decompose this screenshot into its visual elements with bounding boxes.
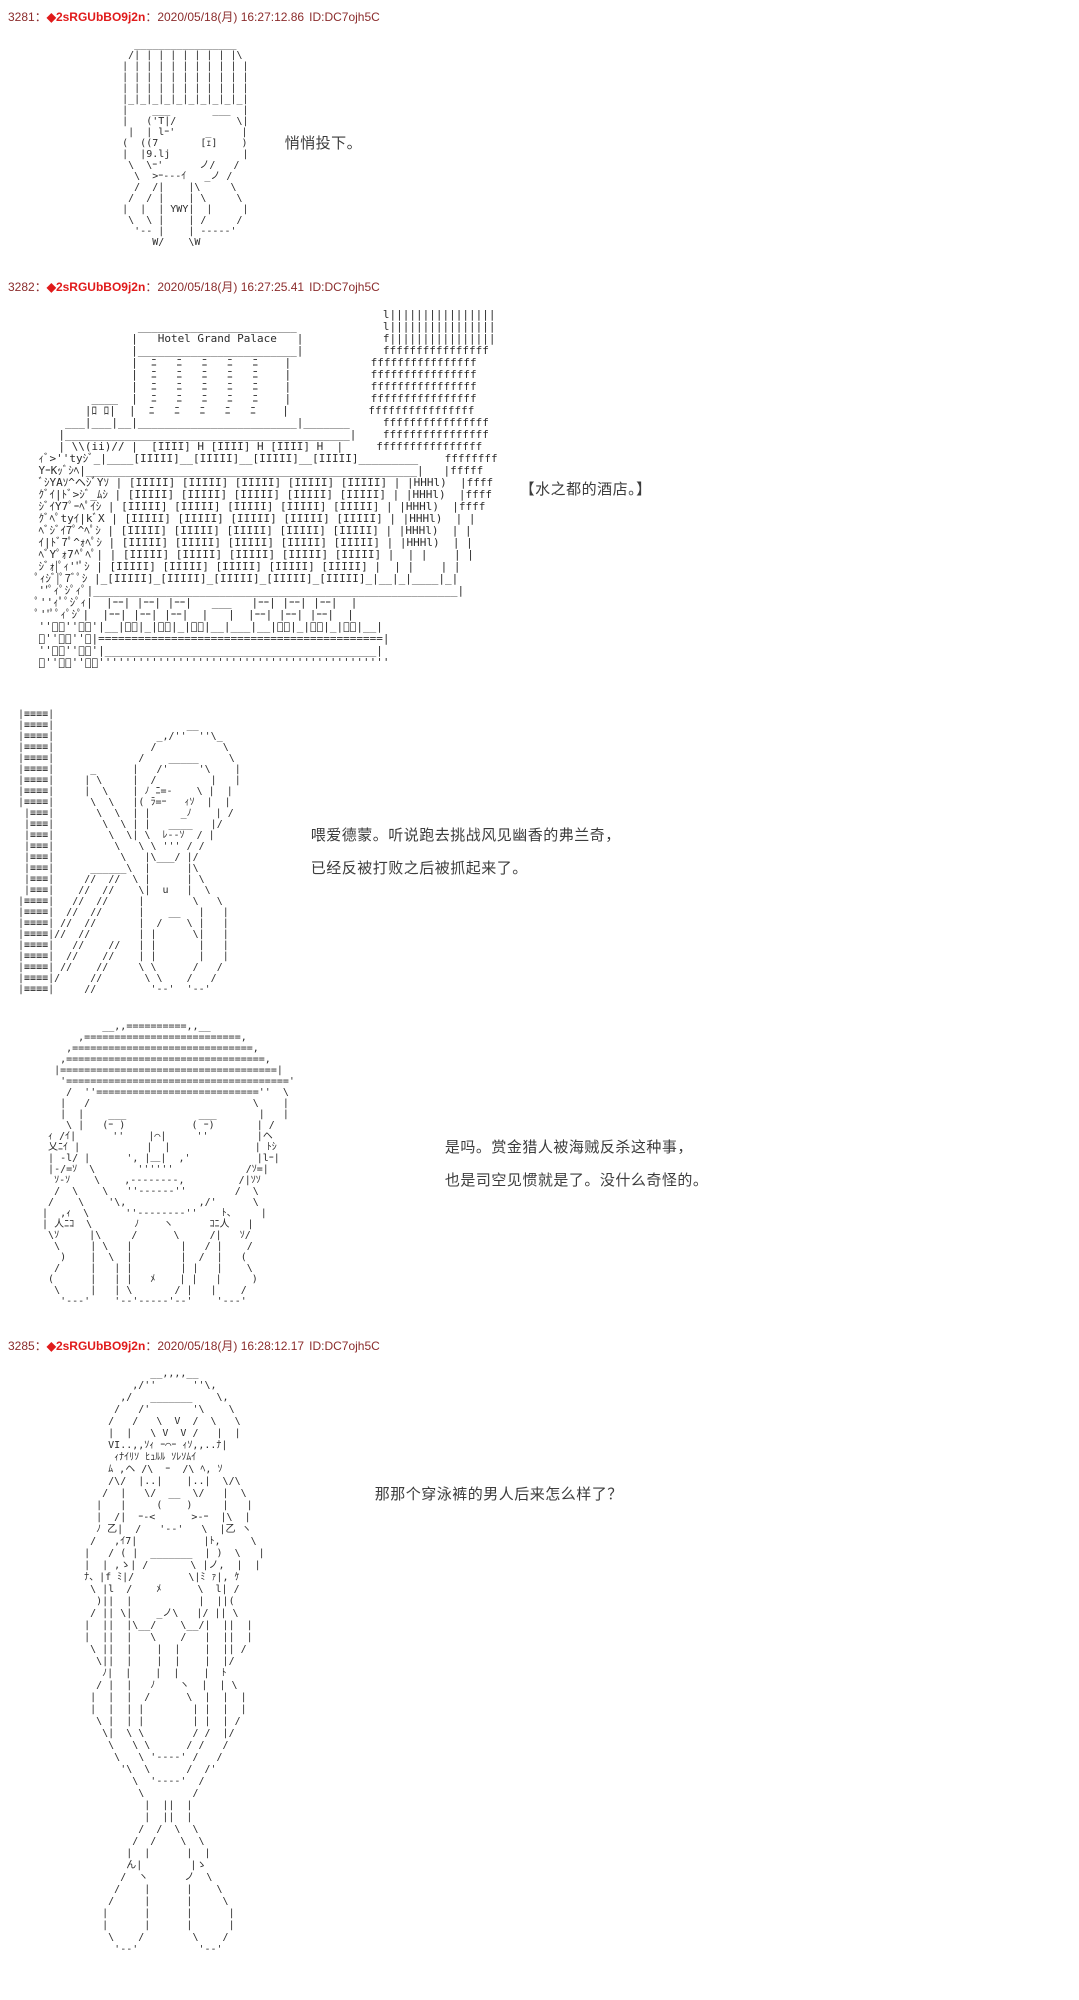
post-id: ID:DC7ojh5C bbox=[309, 280, 380, 294]
post-id: ID:DC7ojh5C bbox=[309, 10, 380, 24]
ascii-art-striped-hat-character: _________________ /| | | | | | | | |\ | … bbox=[122, 39, 249, 248]
dialogue-line: 悄悄投下。 bbox=[284, 135, 363, 152]
dialogue-line: 喂爱德蒙。听说跑去挑战风见幽香的弗兰奇， bbox=[310, 827, 621, 844]
dialogue: 是吗。赏金猎人被海贼反杀这种事， 也是司空见惯就是了。没什么奇怪的。 bbox=[445, 1131, 709, 1197]
dialogue: 悄悄投下。 bbox=[285, 127, 363, 160]
header-separator: ： bbox=[145, 10, 158, 24]
post-3281: 3281：◆2sRGUbBO9j2n：2020/05/18(月) 16:27:1… bbox=[0, 6, 1079, 248]
scene-caption: 【水之都的酒店。】 bbox=[520, 473, 652, 506]
post-datetime: 2020/05/18(月) 16:28:12.17 bbox=[157, 1339, 305, 1353]
post-datetime: 2020/05/18(月) 16:27:25.41 bbox=[157, 280, 305, 294]
post-3285: 3285：◆2sRGUbBO9j2n：2020/05/18(月) 16:28:1… bbox=[0, 1335, 1079, 1956]
post-header: 3282：◆2sRGUbBO9j2n：2020/05/18(月) 16:27:2… bbox=[0, 276, 1079, 295]
post-header: 3281：◆2sRGUbBO9j2n：2020/05/18(月) 16:27:1… bbox=[0, 6, 1079, 25]
ascii-art-hotel-building: l|||||||||||||||| ______________________… bbox=[31, 308, 498, 669]
post-id: ID:DC7ojh5C bbox=[309, 1339, 380, 1353]
dialogue-line: 那那个穿泳裤的男人后来怎么样了？ bbox=[374, 1486, 623, 1503]
scene-long-haired-character: __,,,,__ ,/'' ''\, ,/ _______ \, / /' '\… bbox=[60, 1368, 1079, 1956]
scene-character-b: __,,==========,,__ ,====================… bbox=[30, 1021, 1079, 1307]
dialogue: 喂爱德蒙。听说跑去挑战风见幽香的弗兰奇， 已经反被打败之后被抓起来了。 bbox=[311, 819, 621, 885]
header-separator: ： bbox=[145, 280, 158, 294]
post-number: 3285 bbox=[8, 1339, 35, 1353]
ascii-art-spiky-hair-character: |≡≡≡≡| |≡≡≡≡| __ |≡≡≡≡| _,/'' ''\_ |≡≡≡≡… bbox=[18, 709, 241, 995]
thread-page: 3281：◆2sRGUbBO9j2n：2020/05/18(月) 16:27:1… bbox=[0, 6, 1079, 1956]
dialogue-line: 也是司空见惯就是了。没什么奇怪的。 bbox=[444, 1172, 709, 1189]
caption-line: 【水之都的酒店。】 bbox=[519, 480, 652, 498]
dialogue: 那那个穿泳裤的男人后来怎么样了？ bbox=[375, 1478, 623, 1511]
post-tripcode: ◆2sRGUbBO9j2n bbox=[46, 280, 146, 294]
header-separator: ： bbox=[34, 280, 47, 294]
header-separator: ： bbox=[145, 1339, 158, 1353]
post-datetime: 2020/05/18(月) 16:27:12.86 bbox=[157, 10, 305, 24]
post-number: 3282 bbox=[8, 280, 35, 294]
post-tripcode: ◆2sRGUbBO9j2n bbox=[46, 1339, 146, 1353]
post-3282: 3282：◆2sRGUbBO9j2n：2020/05/18(月) 16:27:2… bbox=[0, 276, 1079, 1307]
dialogue-line: 是吗。赏金猎人被海贼反杀这种事， bbox=[444, 1139, 693, 1156]
ascii-art-long-haired-character: __,,,,__ ,/'' ''\, ,/ _______ \, / /' '\… bbox=[84, 1368, 265, 1955]
dialogue-line: 已经反被打败之后被抓起来了。 bbox=[310, 860, 528, 877]
post-tripcode: ◆2sRGUbBO9j2n bbox=[46, 10, 146, 24]
header-separator: ： bbox=[34, 1339, 47, 1353]
scene-character-a: |≡≡≡≡| |≡≡≡≡| __ |≡≡≡≡| _,/'' ''\_ |≡≡≡≡… bbox=[12, 709, 1079, 995]
header-separator: ： bbox=[34, 10, 47, 24]
scene-hotel: l|||||||||||||||| ______________________… bbox=[12, 309, 1079, 669]
scene-intro: _________________ /| | | | | | | | |\ | … bbox=[86, 39, 1079, 248]
post-number: 3281 bbox=[8, 10, 35, 24]
post-header: 3285：◆2sRGUbBO9j2n：2020/05/18(月) 16:28:1… bbox=[0, 1335, 1079, 1354]
ascii-art-hat-character: __,,==========,,__ ,====================… bbox=[42, 1021, 295, 1307]
